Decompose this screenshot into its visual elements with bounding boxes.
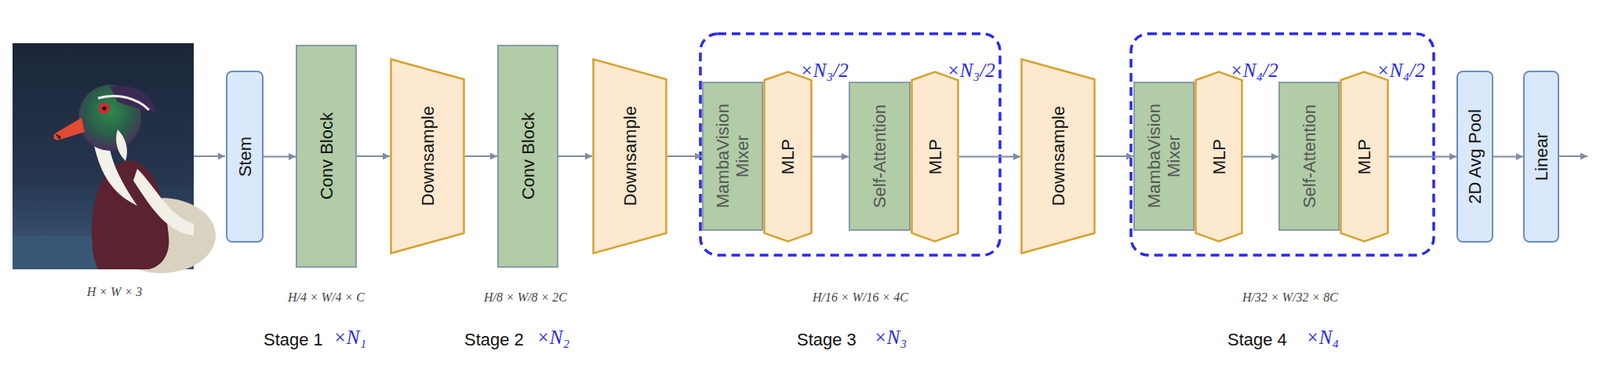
mixer-block: Self-Attention (1278, 81, 1340, 231)
input-image (12, 43, 216, 273)
repeat-count: ×N₄ (1305, 326, 1339, 349)
node-label: Self-Attention (869, 104, 890, 208)
node-label: MLP (778, 138, 798, 175)
output-arrow (1559, 155, 1588, 157)
flow-arrow (465, 155, 498, 157)
mlp-hexagon: MLP (1194, 70, 1244, 243)
mixer-block: Self-Attention (848, 81, 911, 231)
mixer-block: MambaVision Mixer (701, 81, 764, 231)
stage-label: Stage 2 (464, 329, 524, 350)
duck-head-line (98, 95, 150, 110)
downsample-trapezoid: Downsample (389, 58, 466, 255)
node-label: Conv Block (518, 112, 539, 200)
process-box: Stem (225, 70, 264, 243)
stage-group (700, 33, 1000, 255)
flow-arrow (1095, 155, 1134, 157)
dimension-label: H/32 × W/32 × 8C (1172, 290, 1408, 305)
mlp-hexagon: MLP (1339, 70, 1390, 243)
flow-arrow (1243, 156, 1279, 158)
flow-arrow (356, 155, 390, 157)
node-label: MLP (1354, 138, 1375, 175)
stage-label: Stage 4 (1227, 329, 1288, 350)
node-label: Downsample (1048, 105, 1069, 206)
repeat-count: ×N₂ (536, 326, 570, 349)
dimension-label: H/8 × W/8 × 2C (407, 290, 644, 305)
shape-outline (912, 72, 959, 242)
shape-outline (593, 59, 667, 254)
flow-arrow (667, 155, 702, 157)
repeat-count: ×N₄/2 (1376, 59, 1426, 82)
duck-beak-tip (54, 133, 62, 140)
mixer-block: MambaVision Mixer (1133, 81, 1195, 231)
node-label: Downsample (418, 105, 438, 206)
duck-pupil (102, 106, 107, 111)
node-label: Self-Attention (1299, 104, 1320, 208)
shape-outline (391, 59, 465, 254)
process-box: 2D Avg Pool (1456, 70, 1494, 243)
downsample-trapezoid: Downsample (1020, 58, 1096, 255)
node-label: Downsample (620, 105, 640, 206)
dimension-label: H/4 × W/4 × C (208, 290, 444, 305)
repeat-count: ×N₁ (333, 326, 367, 349)
duck-throat (94, 145, 138, 206)
node-label: MLP (925, 138, 946, 175)
node-label: MambaVision Mixer (712, 90, 753, 222)
node-label: MambaVision Mixer (1144, 90, 1184, 222)
duck-chest (91, 160, 169, 270)
repeat-count: ×N₃/2 (800, 59, 849, 82)
flow-arrow (1389, 156, 1457, 158)
image-background (12, 43, 194, 270)
flow-arrow (812, 156, 849, 158)
node-label: Stem (235, 136, 255, 177)
repeat-count: ×N₃/2 (946, 59, 996, 82)
node-label: 2D Avg Pool (1465, 109, 1485, 204)
stage-label: Stage 3 (796, 329, 857, 350)
stage-label: Stage 1 (263, 329, 324, 350)
shape-outline (1021, 59, 1095, 254)
repeat-count: ×N₃ (873, 326, 907, 349)
duck-eye (98, 102, 110, 114)
shape-outline (1196, 72, 1243, 242)
repeat-count: ×N₄/2 (1229, 59, 1279, 82)
duck-cheek (116, 129, 128, 161)
shape-outline (764, 72, 812, 242)
duck-beak (53, 117, 85, 140)
node-label: Linear (1531, 132, 1552, 181)
conv-block: Conv Block (295, 44, 357, 268)
node-label: Conv Block (316, 112, 337, 200)
duck-stripe (133, 168, 194, 236)
flow-arrow (558, 155, 593, 157)
input-arrow (193, 155, 226, 157)
mlp-hexagon: MLP (763, 70, 813, 243)
dimension-label: H × W × 3 (0, 284, 233, 299)
mlp-hexagon: MLP (910, 70, 960, 243)
stage-group (1130, 33, 1434, 255)
shape-outline (1341, 72, 1389, 242)
conv-block: Conv Block (497, 44, 559, 268)
process-box: Linear (1523, 70, 1560, 243)
node-label: MLP (1209, 138, 1230, 175)
flow-arrow (1493, 156, 1524, 158)
downsample-trapezoid: Downsample (592, 58, 668, 255)
dimension-label: H/16 × W/16 × 4C (742, 290, 979, 305)
flow-arrow (263, 156, 296, 158)
flow-arrow (959, 156, 1021, 158)
